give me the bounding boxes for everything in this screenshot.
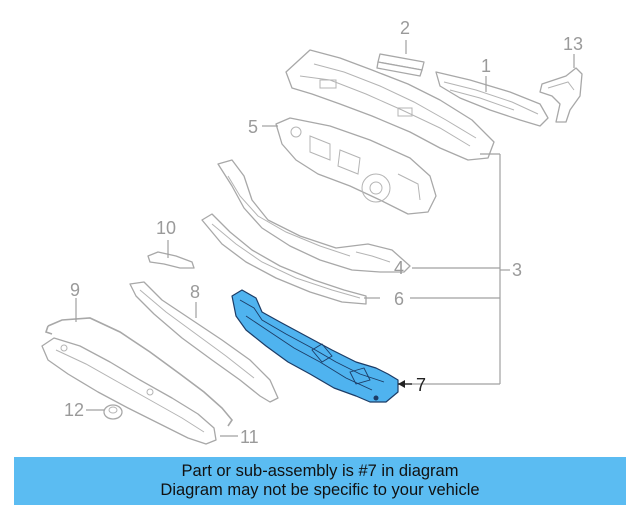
- callout-7-arrowhead: [398, 380, 405, 388]
- banner-line-2: Diagram may not be specific to your vehi…: [160, 481, 480, 499]
- callout-12: 12: [64, 400, 84, 420]
- callout-2: 2: [400, 18, 410, 38]
- part-4-cowl-panel[interactable]: [217, 159, 411, 273]
- callout-13: 13: [563, 34, 583, 54]
- callout-10: 10: [156, 218, 176, 238]
- part-11-lower-panel[interactable]: [41, 337, 217, 445]
- callout-5: 5: [248, 117, 258, 137]
- part-6-cowl-strip[interactable]: [201, 213, 367, 305]
- callout-1: 1: [481, 56, 491, 76]
- banner-line-1: Part or sub-assembly is #7 in diagram: [181, 462, 459, 480]
- part-8-seal[interactable]: [129, 281, 279, 403]
- part-3-upper-panel[interactable]: [285, 49, 495, 161]
- part-13-bracket[interactable]: [539, 67, 583, 123]
- part-10-clip[interactable]: [147, 251, 195, 269]
- leader-lines: [75, 40, 575, 437]
- callout-11: 11: [240, 427, 259, 447]
- part-7-highlighted-panel[interactable]: [231, 289, 399, 403]
- callout-4: 4: [394, 258, 404, 278]
- part-1-cowl-top[interactable]: [435, 71, 549, 127]
- callout-7: 7: [416, 375, 426, 395]
- parts-diagram: 2 1 13 5 3 4 6 7 10 8 9 11 12: [41, 18, 583, 447]
- part-2-block[interactable]: [376, 53, 425, 77]
- callout-6: 6: [394, 289, 404, 309]
- part-12-grommet[interactable]: [103, 404, 123, 420]
- callout-3: 3: [512, 260, 522, 280]
- part-5-dash-panel[interactable]: [275, 117, 437, 215]
- info-banner: Part or sub-assembly is #7 in diagram Di…: [14, 457, 626, 505]
- callout-8: 8: [190, 282, 200, 302]
- callout-9: 9: [70, 280, 80, 300]
